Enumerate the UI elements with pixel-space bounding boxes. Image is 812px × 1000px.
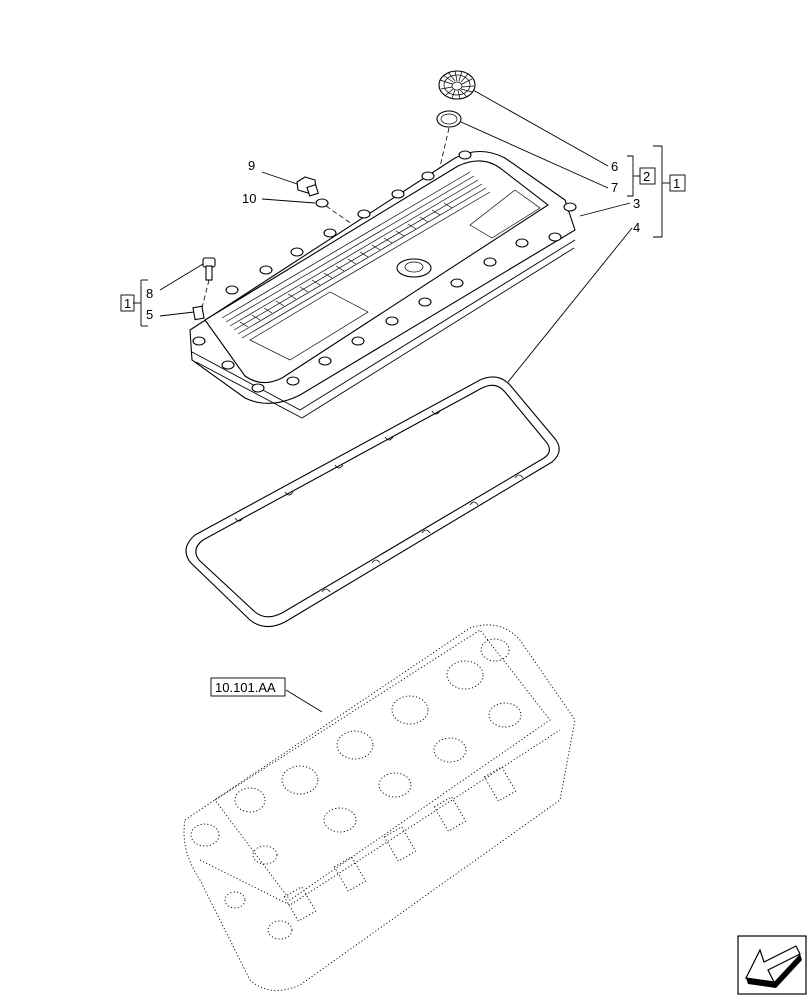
main-kit-box-label: 1 <box>673 176 680 191</box>
cylinder-head-reference[interactable] <box>183 624 576 991</box>
next-page-arrow-icon[interactable] <box>737 935 807 995</box>
breather-fitting[interactable] <box>296 176 319 197</box>
cap-kit-group: 2 <box>627 155 656 197</box>
cover-screw[interactable] <box>202 257 216 281</box>
fitting-assembly-axis <box>325 205 353 225</box>
leader-lines <box>159 89 633 713</box>
oil-filler-cap[interactable] <box>438 70 476 100</box>
callout-6: 6 <box>611 159 618 174</box>
main-kit-group: 1 <box>653 145 686 238</box>
cover-cooling-ribs <box>221 171 491 339</box>
cover-spacer[interactable] <box>192 305 205 321</box>
cylinder-head-reference-tag[interactable]: 10.101.AA <box>210 677 286 697</box>
reference-code: 10.101.AA <box>215 680 276 695</box>
valve-cover[interactable] <box>189 150 577 419</box>
callout-4: 4 <box>633 220 640 235</box>
cap-kit-box-label: 2 <box>643 169 650 184</box>
left-kit-group: 1 <box>120 279 148 327</box>
callout-7: 7 <box>611 180 618 195</box>
callout-9: 9 <box>248 158 255 173</box>
filler-cap-seal-ring[interactable] <box>436 110 462 128</box>
callout-10: 10 <box>242 191 256 206</box>
callout-5: 5 <box>146 307 153 322</box>
callout-8: 8 <box>146 286 153 301</box>
callout-3: 3 <box>633 196 640 211</box>
valve-cover-gasket[interactable] <box>185 376 560 628</box>
left-kit-box-label: 1 <box>124 296 131 311</box>
fitting-washer[interactable] <box>315 198 329 208</box>
